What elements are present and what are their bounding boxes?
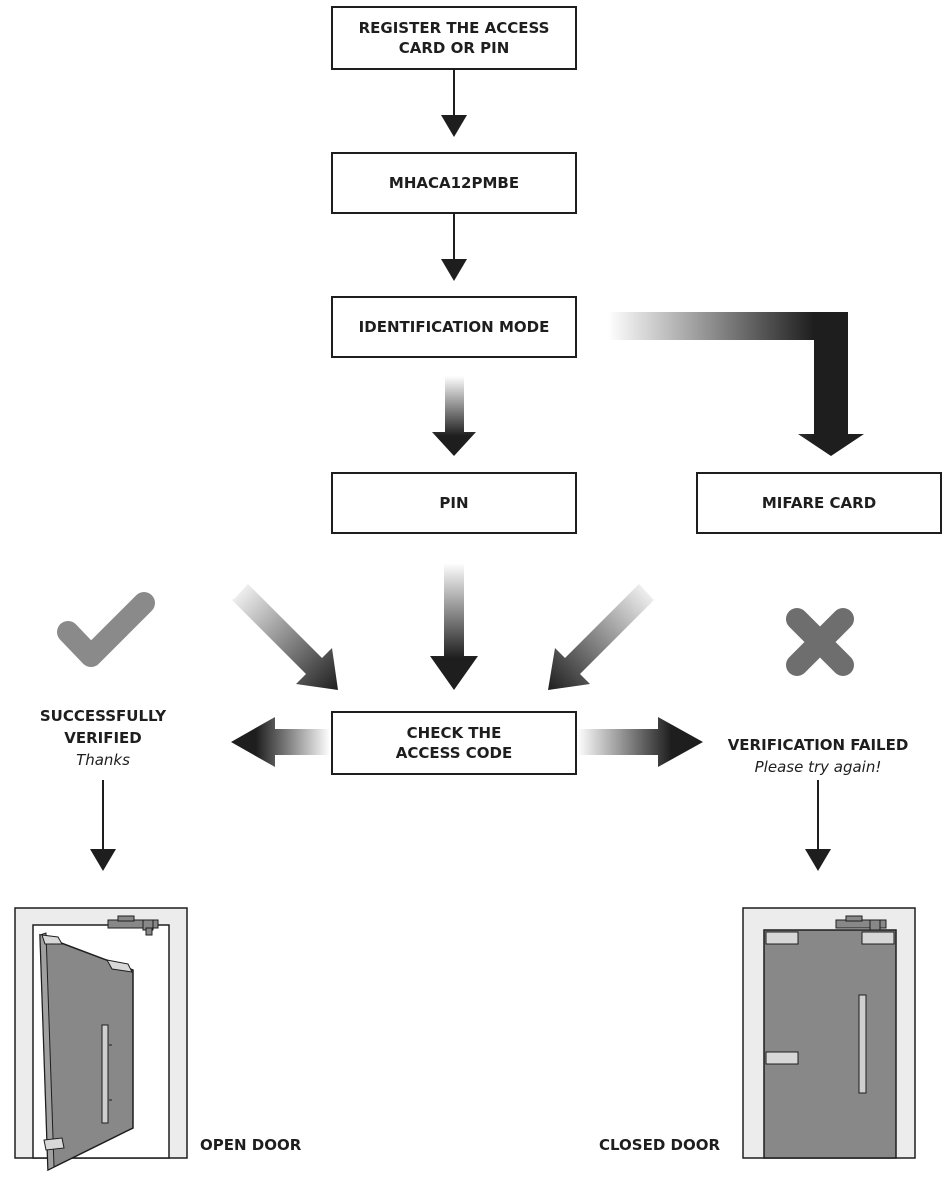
register-step-label: REGISTER THE ACCESS CARD OR PIN (358, 19, 550, 57)
model-step-label: MHACA12PMBE (388, 174, 520, 192)
open-door-illustration (14, 907, 188, 1172)
check-access-code-box: CHECK THE ACCESS CODE (331, 711, 577, 775)
closed-door-label: CLOSED DOOR (599, 1136, 721, 1154)
model-step-box: MHACA12PMBE (331, 152, 577, 214)
success-title: SUCCESSFULLY VERIFIED (39, 707, 167, 747)
arrow-mode-to-pin (432, 376, 476, 456)
register-step-box: REGISTER THE ACCESS CARD OR PIN (331, 6, 577, 70)
arrow-pin-to-check (430, 563, 478, 690)
check-access-code-label: CHECK THE ACCESS CODE (395, 724, 513, 762)
arrow-failure-to-closed-door (805, 780, 831, 871)
arrow-register-to-model (441, 70, 467, 137)
failure-subtitle: Please try again! (754, 758, 882, 776)
identification-mode-box: IDENTIFICATION MODE (331, 296, 577, 358)
failure-title: VERIFICATION FAILED (727, 736, 909, 754)
arrow-mode-to-mifare (608, 312, 864, 456)
checkmark-icon (57, 592, 155, 667)
mifare-card-label: MIFARE CARD (761, 494, 877, 512)
arrow-success-to-open-door (90, 780, 116, 871)
pin-label: PIN (439, 494, 469, 512)
pin-box: PIN (331, 472, 577, 534)
open-door-label: OPEN DOOR (200, 1136, 302, 1154)
mifare-card-box: MIFARE CARD (696, 472, 942, 534)
arrow-left-to-check (232, 584, 338, 690)
cross-icon (786, 608, 854, 676)
identification-mode-label: IDENTIFICATION MODE (358, 318, 550, 336)
success-subtitle: Thanks (76, 751, 130, 769)
arrow-check-to-success (231, 717, 330, 767)
arrow-check-to-failure (577, 717, 703, 767)
arrow-model-to-mode (441, 214, 467, 281)
success-message: SUCCESSFULLY VERIFIED Thanks (10, 705, 196, 771)
arrow-right-to-check (548, 584, 654, 690)
closed-door-illustration (742, 907, 916, 1159)
failure-message: VERIFICATION FAILED Please try again! (700, 734, 936, 778)
